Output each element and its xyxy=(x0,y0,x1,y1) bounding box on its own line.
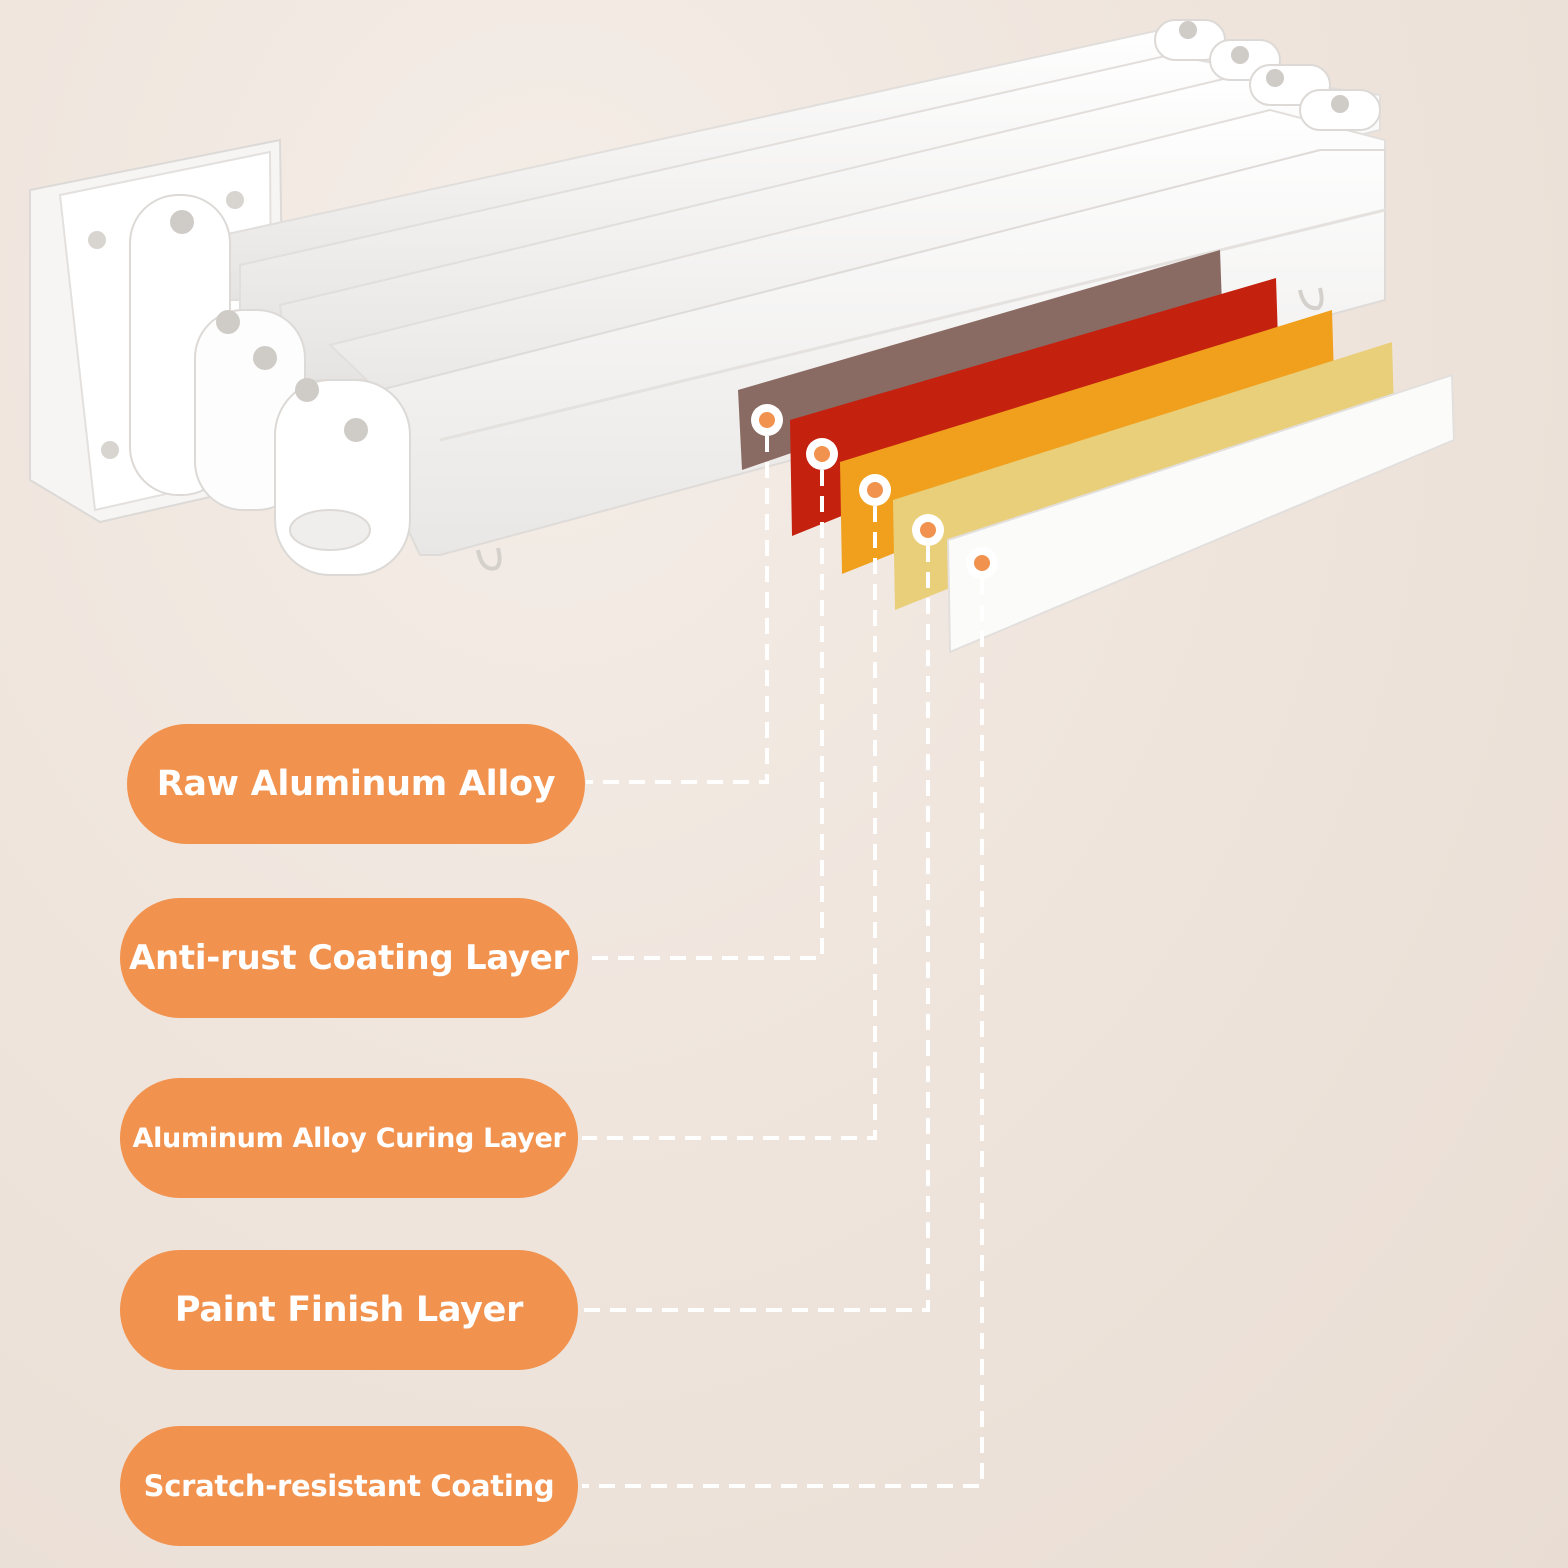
hinge-joints xyxy=(129,194,411,576)
connector-raw-aluminum-alloy xyxy=(586,436,769,784)
connector-paint-finish-layer xyxy=(582,546,930,1312)
layer-strips xyxy=(738,250,1456,654)
layer-connectors xyxy=(582,436,984,1488)
marker-dot-paint-finish-layer xyxy=(920,522,936,538)
connector-aluminum-alloy-curing-layer xyxy=(582,506,877,1140)
connector-scratch-resistant-coating xyxy=(582,579,984,1488)
label-scratch-resistant-coating: Scratch-resistant Coating xyxy=(120,1426,578,1546)
marker-dot-scratch-resistant-coating xyxy=(974,555,990,571)
strip-scratch-resistant-coating xyxy=(946,373,1456,654)
rack-arms xyxy=(199,19,1386,571)
label-aluminum-alloy-curing-layer: Aluminum Alloy Curing Layer xyxy=(120,1078,578,1198)
label-raw-aluminum-alloy: Raw Aluminum Alloy xyxy=(127,724,585,844)
marker-dot-anti-rust-coating-layer xyxy=(814,446,830,462)
layer-markers xyxy=(751,404,998,579)
connector-anti-rust-coating-layer xyxy=(582,470,824,960)
label-paint-finish-layer: Paint Finish Layer xyxy=(120,1250,578,1370)
marker-dot-raw-aluminum-alloy xyxy=(759,412,775,428)
marker-dot-aluminum-alloy-curing-layer xyxy=(867,482,883,498)
label-anti-rust-coating-layer: Anti-rust Coating Layer xyxy=(120,898,578,1018)
